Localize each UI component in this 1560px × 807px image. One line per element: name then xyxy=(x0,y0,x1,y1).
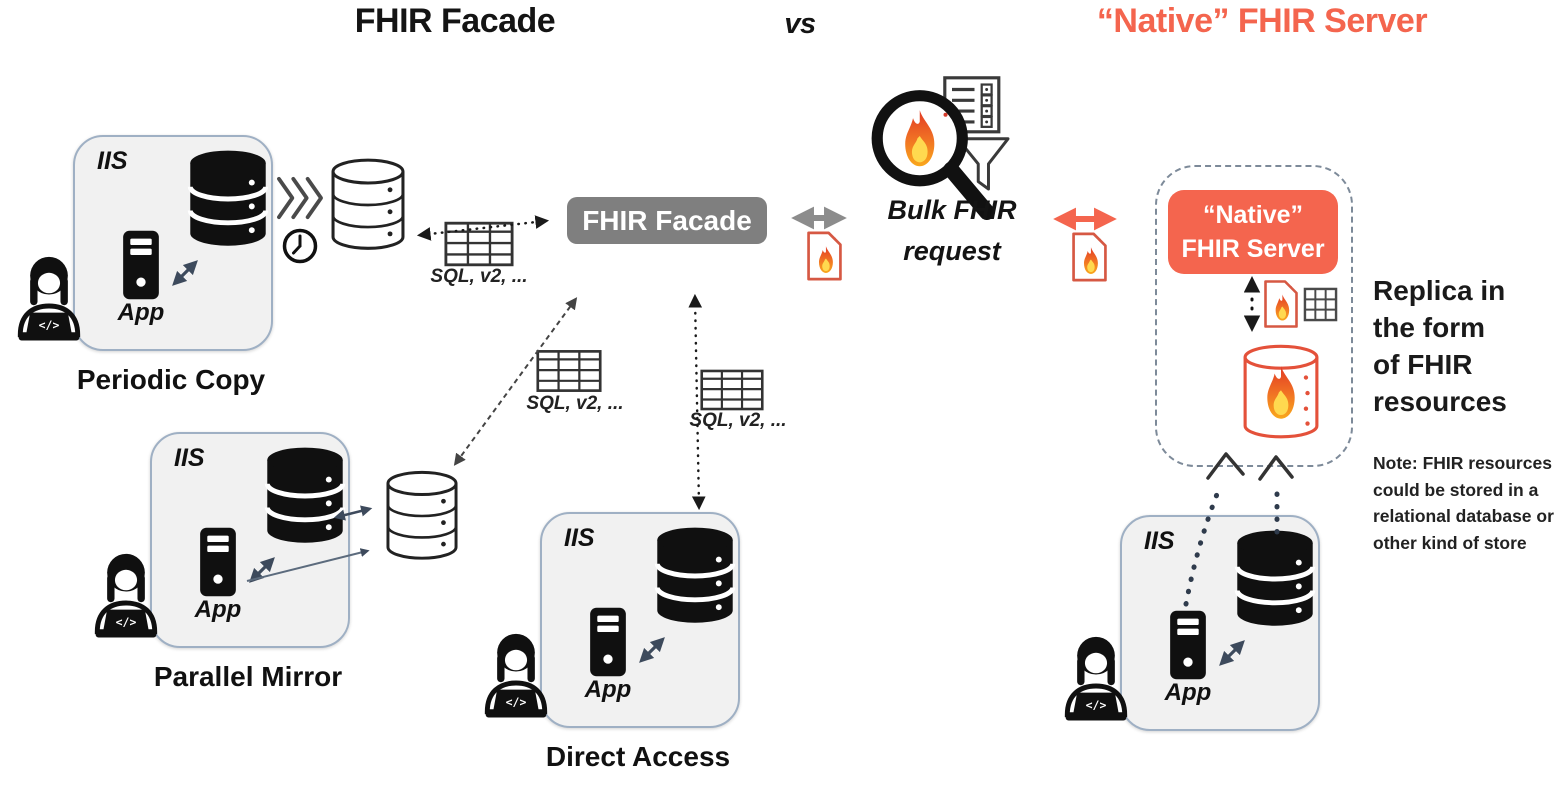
app-db-arrow-icon xyxy=(244,552,280,588)
iis-box: IIS App xyxy=(73,135,273,351)
replica-line: the form xyxy=(1373,312,1485,343)
native-source-group: IIS App xyxy=(1055,510,1395,800)
app-label: App xyxy=(194,596,242,623)
fhir-document-icon xyxy=(806,230,843,282)
app-server-icon xyxy=(200,527,236,597)
native-fhir-server-box: “Native” FHIR Server xyxy=(1168,190,1338,274)
footnote: Note: FHIR resources could be stored in … xyxy=(1373,450,1554,556)
database-icon xyxy=(187,147,269,251)
app-db-arrow-icon xyxy=(1214,635,1250,671)
group-caption: Parallel Mirror xyxy=(153,661,343,692)
app-label: App xyxy=(1164,679,1212,706)
replica-line: Replica in xyxy=(1373,275,1506,306)
sql-v2-label: SQL, v2, ... xyxy=(430,266,528,287)
copy-chevrons-icon xyxy=(277,176,323,220)
iis-box: IIS App xyxy=(1120,515,1320,731)
iis-box: IIS App xyxy=(150,432,350,648)
iis-box: IIS App xyxy=(540,512,740,728)
developer-icon xyxy=(85,547,167,641)
right-title: “Native” FHIR Server xyxy=(1096,2,1428,40)
fhir-facade-label: FHIR Facade xyxy=(582,204,752,236)
group-caption: Periodic Copy xyxy=(76,364,266,395)
footnote-line: relational database or xyxy=(1373,506,1554,526)
footnote-line: Note: FHIR resources xyxy=(1373,453,1552,473)
native-label-line2: FHIR Server xyxy=(1181,235,1325,263)
developer-icon xyxy=(475,627,557,721)
clock-icon xyxy=(282,228,318,264)
direct-access-group: IIS App Direct Access xyxy=(475,507,815,797)
group-caption: Direct Access xyxy=(545,741,731,772)
app-label: App xyxy=(117,299,165,326)
replica-database-icon xyxy=(331,158,405,250)
app-db-arrow-icon xyxy=(634,632,670,668)
fhir-document-icon xyxy=(1263,279,1299,329)
app-label: App xyxy=(584,676,632,703)
parallel-mirror-group: IIS App Parallel Mirror xyxy=(85,427,425,717)
periodic-copy-group: IIS App Periodic Copy xyxy=(8,130,348,420)
iis-label: IIS xyxy=(564,524,595,552)
fhir-document-icon xyxy=(1071,231,1108,283)
sql-v2-label: SQL, v2, ... xyxy=(689,410,787,431)
table-icon xyxy=(536,350,602,392)
app-server-icon xyxy=(123,230,159,300)
table-icon xyxy=(444,221,514,267)
mirror-database-icon xyxy=(386,470,458,560)
app-db-arrow-icon xyxy=(167,255,203,291)
footnote-line: could be stored in a xyxy=(1373,479,1539,500)
replica-annotation: Replica in the form of FHIR resources xyxy=(1373,272,1507,420)
table-icon xyxy=(700,369,764,411)
database-icon xyxy=(654,524,736,628)
iis-label: IIS xyxy=(174,444,205,472)
developer-icon xyxy=(1055,630,1137,724)
dotted-arrow-direct-facade xyxy=(688,293,706,511)
native-server-container xyxy=(1155,165,1353,467)
sql-v2-label: SQL, v2, ... xyxy=(526,393,624,414)
replica-line: of FHIR xyxy=(1373,349,1473,380)
iis-label: IIS xyxy=(97,147,128,175)
app-server-icon xyxy=(1170,610,1206,680)
database-icon xyxy=(264,444,346,548)
left-title: FHIR Facade xyxy=(354,2,556,40)
bulk-label-line1: Bulk FHIR xyxy=(887,195,1017,225)
database-icon xyxy=(1234,527,1316,631)
iis-label: IIS xyxy=(1144,527,1175,555)
app-server-icon xyxy=(590,607,626,677)
footnote-line: other kind of store xyxy=(1373,532,1527,553)
vs-label: vs xyxy=(784,8,816,40)
bulk-fhir-request-label: Bulk FHIR request xyxy=(862,190,1042,272)
developer-icon xyxy=(8,250,90,344)
replica-line: resources xyxy=(1373,386,1507,417)
bulk-label-line2: request xyxy=(903,236,1001,266)
grid-icon xyxy=(1303,287,1338,322)
flame-database-icon xyxy=(1242,344,1320,443)
fhir-facade-box: FHIR Facade xyxy=(567,197,767,244)
native-label-line1: “Native” xyxy=(1202,201,1304,229)
